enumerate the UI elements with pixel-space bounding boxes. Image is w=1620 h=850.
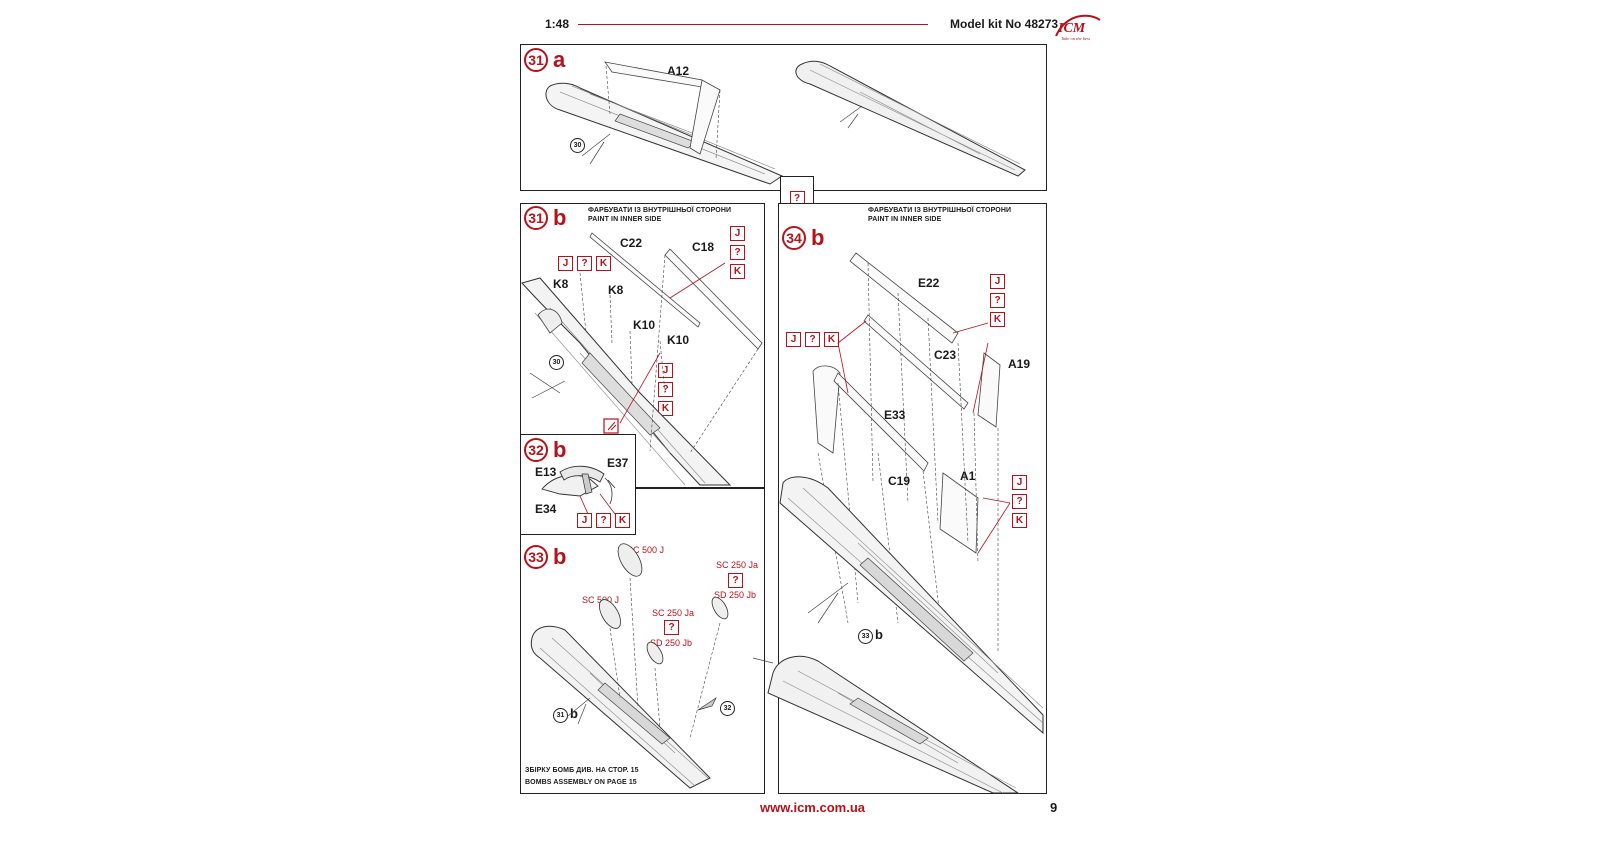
paint-code-k: K [990,312,1005,327]
step-letter: a [553,47,566,72]
kit-number: Model kit No 48273 [950,17,1059,31]
paint-code-unknown: ? [990,293,1005,308]
paint-code-unknown: ? [1012,494,1027,509]
step-letter: b [553,544,567,569]
part-k10-right: K10 [667,333,690,347]
paint-code-j: J [577,513,592,528]
paint-code-j: J [730,226,745,241]
note-ua: ФАРБУВАТИ ІЗ ВНУТРІШНЬОЇ СТОРОНИ [588,207,732,214]
paint-code-unknown: ? [577,256,592,271]
note-ua: ФАРБУВАТИ ІЗ ВНУТРІШНЬОЇ СТОРОНИ [868,207,1012,214]
step-31b-label: 31 b [524,206,566,230]
paint-code-k: K [615,513,630,528]
bomb-sc250ja-mid: SC 250 Ja [652,608,695,618]
icm-logo: ICM Take on the best [1055,14,1101,41]
part-e34: E34 [535,502,557,516]
fuselage-assembly-34b [752,252,1044,794]
fuselage-assembly-31a [545,60,1026,185]
paint-code-k: K [658,401,673,416]
svg-text:Take on the best: Take on the best [1061,36,1091,41]
paint-code-j: J [990,274,1005,289]
step-33b-label: 33 b [524,545,566,569]
paint-code-k: K [730,264,745,279]
step-letter: b [553,437,567,462]
paint-code-unknown: ? [730,245,745,260]
page-number: 9 [1050,800,1058,815]
part-c23: C23 [934,348,957,362]
ref-step-31: 31 [553,708,568,723]
paint-code-k: K [596,256,611,271]
step-letter: b [811,225,825,250]
paint-code-unknown: ? [664,620,679,635]
part-e33: E33 [884,408,906,422]
paint-code-j: J [786,332,801,347]
note-en: PAINT IN INNER SIDE [868,216,942,223]
ref-step-30: 30 [570,138,585,153]
paint-code-k: K [824,332,839,347]
bomb-sd250jb-right: SD 250 Jb [714,590,757,600]
step-number: 34 [782,226,806,250]
ref-step-33: 33 [858,629,873,644]
header-rule [578,24,928,25]
part-k8-left: K8 [553,277,569,291]
bomb-sc250ja-right: SC 250 Ja [716,560,759,570]
part-e13: E13 [535,465,557,479]
bomb-sc500j-left: SC 500 J [582,595,620,605]
step-number: 33 [524,545,548,569]
paint-code-j: J [558,256,573,271]
note-en: BOMBS ASSEMBLY ON PAGE 15 [525,779,637,786]
paint-code-j: J [1012,475,1027,490]
footer-url[interactable]: www.icm.com.ua [760,800,865,815]
note-en: PAINT IN INNER SIDE [588,216,662,223]
ref-letter: b [570,706,578,721]
paint-code-unknown: ? [658,382,673,397]
paint-code-k: K [1012,513,1027,528]
step-number: 32 [524,438,548,462]
part-c19: C19 [888,474,911,488]
step-letter: b [553,205,567,230]
seat-assembly-32b [541,465,616,515]
bomb-sd250jb-mid: SD 250 Jb [650,638,693,648]
paint-code-unknown: ? [805,332,820,347]
paint-inner-note-31b: ФАРБУВАТИ ІЗ ВНУТРІШНЬОЇ СТОРОНИ PAINT I… [588,206,731,224]
step-number: 31 [524,48,548,72]
paint-code-unknown: ? [596,513,611,528]
paint-code-j: J [658,363,673,378]
bombs-assembly-note: ЗБІРКУ БОМБ ДИВ. НА СТОР. 15 BOMBS ASSEM… [525,766,639,787]
step-32b-label: 32 b [524,438,566,462]
paint-inner-note-34b: ФАРБУВАТИ ІЗ ВНУТРІШНЬОЇ СТОРОНИ PAINT I… [868,206,1011,224]
step-34b-label: 34 b [782,226,824,250]
part-c18: C18 [692,240,715,254]
fuselage-assembly-31b [521,232,763,486]
scale-label: 1:48 [545,17,570,31]
bomb-bay-assembly-33b [530,543,729,789]
part-c22: C22 [620,236,643,250]
paint-code-unknown: ? [728,573,743,588]
ref-step-32: 32 [720,701,735,716]
step-31a-label: 31 a [524,48,565,72]
part-e22: E22 [918,276,940,290]
bomb-sc500j-top: SC 500 J [627,545,665,555]
step-number: 31 [524,206,548,230]
part-k10-left: K10 [633,318,656,332]
note-ua: ЗБІРКУ БОМБ ДИВ. НА СТОР. 15 [525,767,639,774]
ref-letter: b [875,627,883,642]
ref-step-30: 30 [549,355,564,370]
part-e37: E37 [607,456,629,470]
part-a1: A1 [960,469,976,483]
part-k8-right: K8 [608,283,624,297]
svg-text:ICM: ICM [1057,21,1086,36]
part-a19: A19 [1008,357,1031,371]
